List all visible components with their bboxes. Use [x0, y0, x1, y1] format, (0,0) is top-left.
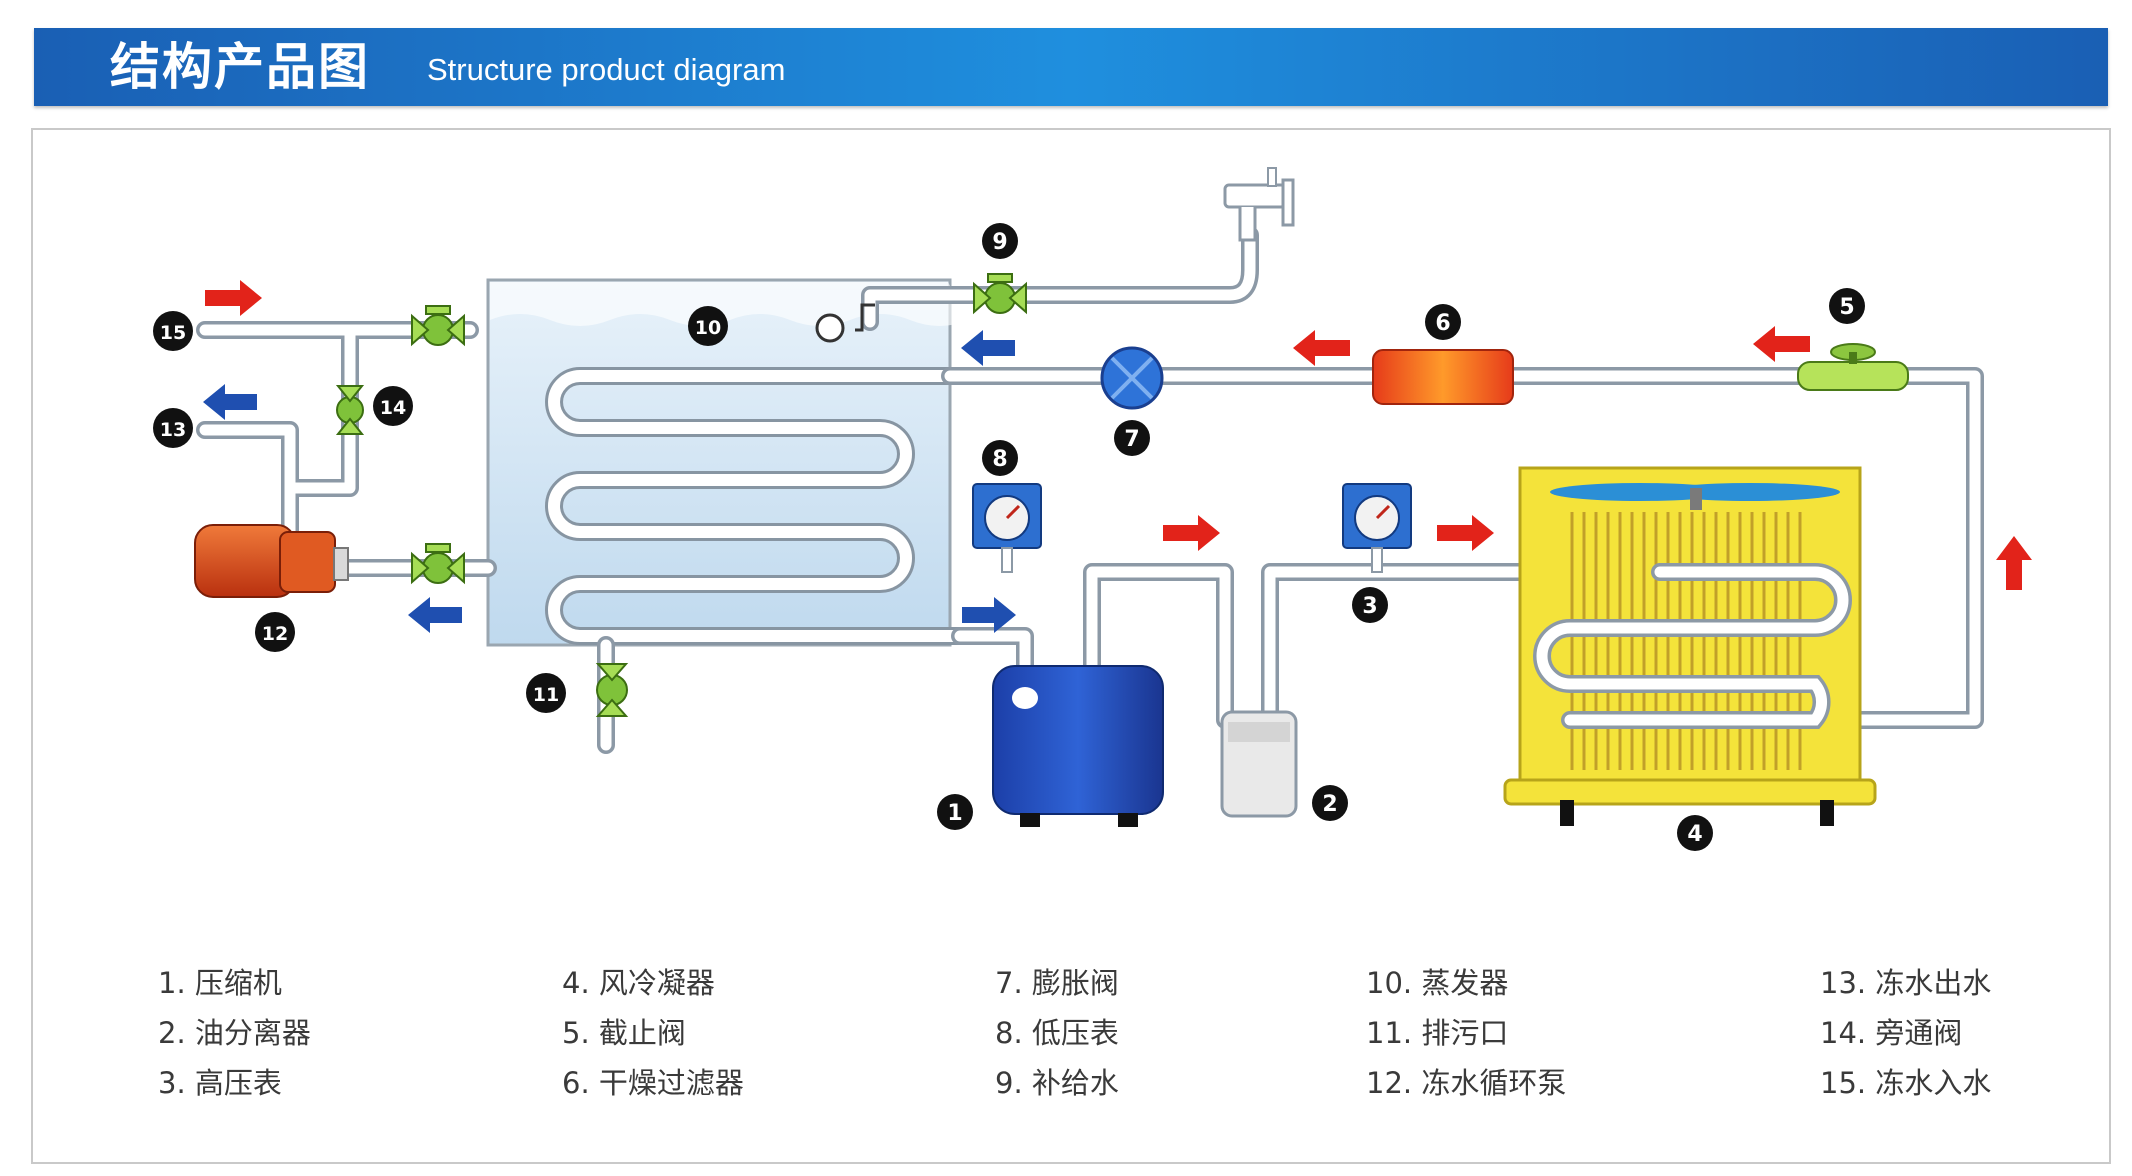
pump-icon [194, 524, 349, 598]
right-arrow-icon [205, 280, 1494, 551]
page-title: 结构产品图 [110, 38, 370, 96]
marker-15: 15 [153, 311, 193, 351]
valve-icon [335, 273, 1909, 717]
svg-text:5: 5 [1839, 295, 1854, 320]
marker-10: 10 [688, 306, 728, 346]
float-valve-icon [815, 303, 875, 343]
numbered-markers: 1 2 3 4 5 6 7 8 9 10 11 12 13 14 15 [153, 223, 1865, 851]
marker-2: 2 [1312, 785, 1348, 821]
svg-text:11: 11 [533, 684, 559, 706]
fan-icon [1550, 483, 1840, 510]
page-header: 结构产品图 Structure product diagram [34, 28, 2108, 106]
svg-text:8: 8 [992, 447, 1007, 472]
up-arrow-icon [1996, 536, 2032, 590]
marker-3: 3 [1352, 587, 1388, 623]
svg-text:1: 1 [947, 801, 962, 826]
marker-12: 12 [255, 612, 295, 652]
faucet-icon [1223, 167, 1295, 242]
marker-5: 5 [1829, 288, 1865, 324]
marker-1: 1 [937, 794, 973, 830]
svg-text:10: 10 [695, 317, 721, 339]
marker-11: 11 [526, 673, 566, 713]
svg-text:9: 9 [992, 230, 1007, 255]
marker-7: 7 [1114, 420, 1150, 456]
marker-6: 6 [1425, 304, 1461, 340]
svg-text:14: 14 [380, 397, 406, 419]
dryer-filter-icon [1372, 349, 1514, 405]
svg-text:4: 4 [1687, 822, 1702, 847]
marker-13: 13 [153, 408, 193, 448]
gauge-icon [972, 483, 1412, 573]
svg-text:13: 13 [160, 419, 186, 441]
left-arrow-icon [203, 330, 1015, 633]
marker-9: 9 [982, 223, 1018, 259]
evaporator-coil [545, 367, 969, 645]
svg-text:2: 2 [1322, 792, 1337, 817]
marker-4: 4 [1677, 815, 1713, 851]
svg-text:7: 7 [1124, 427, 1139, 452]
marker-14: 14 [373, 386, 413, 426]
pipes [196, 226, 1984, 754]
air-cooled-condenser-icon [1503, 466, 1877, 826]
expansion-valve-icon [1100, 346, 1164, 410]
svg-text:3: 3 [1362, 594, 1377, 619]
svg-text:6: 6 [1435, 311, 1450, 336]
marker-8: 8 [982, 440, 1018, 476]
oil-separator-icon [1220, 710, 1298, 818]
left-arrow-icon [1293, 326, 1810, 366]
condenser-coil [1533, 563, 1852, 729]
svg-text:12: 12 [262, 623, 288, 645]
svg-text:15: 15 [160, 322, 186, 344]
compressor-icon [992, 665, 1164, 827]
page-subtitle: Structure product diagram [427, 52, 786, 87]
right-arrow-icon [962, 597, 1016, 633]
